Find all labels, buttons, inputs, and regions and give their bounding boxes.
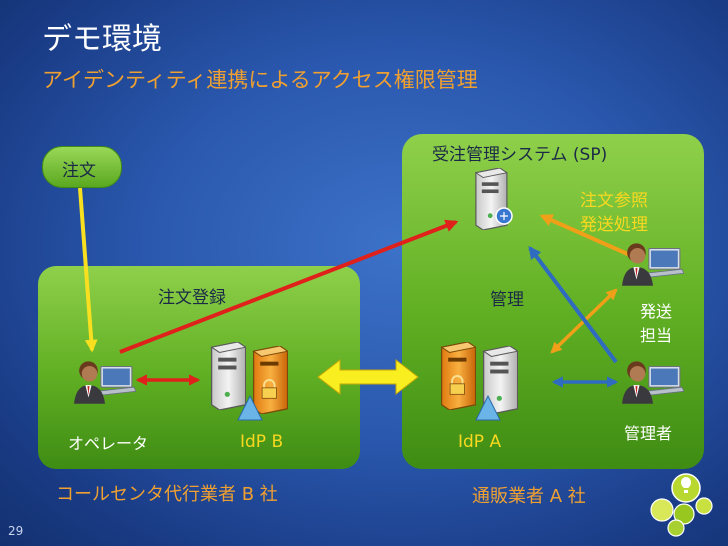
person-admin-icon	[622, 360, 684, 405]
server-sp-icon	[475, 168, 513, 230]
arrow-operator-to-sp	[119, 219, 459, 354]
label-idp-a: IdP A	[458, 432, 502, 452]
label-shipping-line2: 担当	[640, 326, 673, 345]
arrow-shipping-to-sp	[539, 214, 633, 258]
arrow-order-to-operator	[78, 187, 98, 353]
caption-company-a: 通販業者 A 社	[472, 486, 586, 507]
label-admin: 管理者	[624, 424, 673, 443]
label-idp-b: IdP B	[240, 432, 284, 452]
arrow-federation-idp	[317, 358, 419, 396]
sp-title: 受注管理システム (SP)	[432, 145, 608, 165]
label-order-register: 注文登録	[158, 288, 226, 308]
label-operator: オペレータ	[68, 434, 149, 453]
order-box: 注文	[42, 146, 122, 188]
lightbulb-logo-icon	[650, 473, 713, 537]
arrow-admin-to-sp	[528, 245, 618, 364]
slide-title: デモ環境	[42, 22, 162, 57]
label-manage: 管理	[490, 290, 524, 310]
slide-subtitle: アイデンティティ連携によるアクセス権限管理	[42, 68, 478, 92]
label-shipping-line1: 発送	[640, 302, 673, 321]
caption-company-b: コールセンタ代行業者 B 社	[56, 484, 278, 505]
server-idp-b-icon	[210, 342, 288, 421]
person-shipping-icon	[622, 242, 684, 287]
page-number: 29	[8, 524, 24, 538]
server-idp-a-icon	[440, 342, 518, 421]
person-operator-icon	[74, 360, 136, 405]
order-box-label: 注文	[62, 161, 96, 181]
label-order-ref-line2: 発送処理	[580, 215, 648, 235]
label-order-ref-line1: 注文参照	[580, 191, 648, 211]
